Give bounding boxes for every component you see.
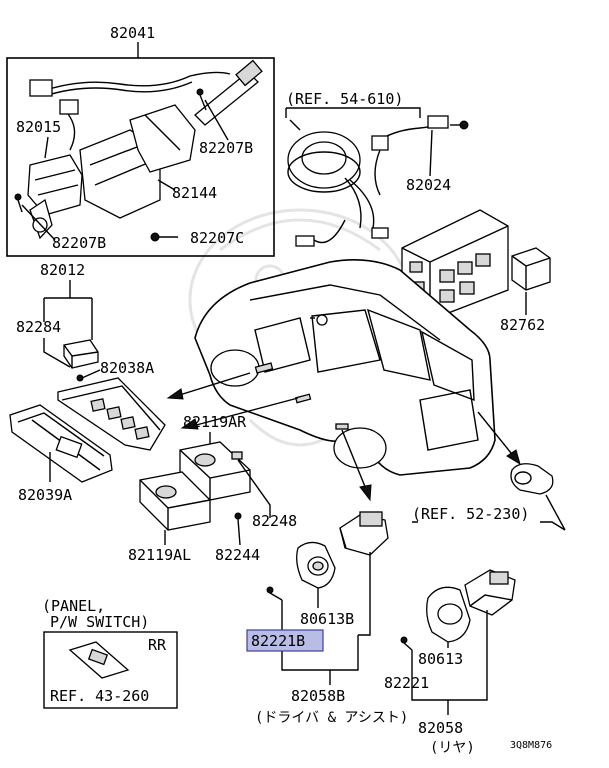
ref-52-230-group: (REF. 52-230): [412, 463, 566, 531]
screw-82207c: [150, 232, 160, 242]
diagram-code: 3Q8M876: [510, 740, 552, 751]
power-window-switch-group: 82012 82284 82038A 82039A: [9, 261, 166, 504]
connector-82024-a: [371, 135, 389, 151]
connector-82024-b: [427, 115, 449, 129]
combination-switch-group: 82041 82015 82207B 82144: [6, 24, 275, 257]
rear-door-switch-group: 80613 82221 82058 (リヤ): [384, 569, 516, 756]
label-82119al[interactable]: 82119AL: [128, 546, 191, 564]
switch-body-82015: [27, 154, 83, 216]
door-switch-group: 82119AR 82248 82119AL 82244: [128, 413, 297, 564]
label-80613[interactable]: 80613: [418, 650, 463, 668]
inset-title-line2: P/W SWITCH): [50, 613, 149, 631]
label-82284[interactable]: 82284: [16, 318, 61, 336]
wiper-lever: [194, 71, 259, 126]
label-82144[interactable]: 82144: [172, 184, 217, 202]
combination-switch-box: [6, 57, 275, 257]
highlight-82221b: [246, 629, 324, 652]
clock-spring-group: (REF. 54-610) 82024: [285, 90, 469, 247]
connector-clockspring-2: [371, 227, 389, 239]
label-82221[interactable]: 82221: [384, 674, 429, 692]
inset-box: [43, 631, 178, 709]
inset-rr: RR: [148, 636, 167, 654]
label-82058[interactable]: 82058: [418, 719, 463, 737]
screw-82221: [400, 636, 408, 644]
label-82058b[interactable]: 82058B: [291, 687, 345, 705]
label-82248[interactable]: 82248: [252, 512, 297, 530]
ref-52-230[interactable]: (REF. 52-230): [412, 505, 529, 523]
vehicle-body: [166, 258, 521, 502]
clip-82248: [231, 451, 243, 460]
inset-ref-43-260[interactable]: REF. 43-260: [50, 687, 149, 705]
switch-82119al: [139, 471, 211, 531]
label-82058-sub: (リヤ): [430, 740, 475, 756]
relay-box-group: 82762: [401, 209, 551, 334]
connector-82041-b: [59, 99, 79, 115]
screw-82244: [234, 512, 242, 520]
connector-82041-a: [29, 79, 53, 97]
connector-clockspring-1: [295, 235, 315, 247]
label-82041[interactable]: 82041: [110, 24, 155, 42]
label-82058b-sub: (ドライバ & アシスト): [255, 710, 408, 726]
screw-82207b-top: [196, 88, 204, 96]
label-82039a[interactable]: 82039A: [18, 486, 72, 504]
label-82119ar[interactable]: 82119AR: [183, 413, 247, 431]
lamp-socket: [510, 463, 554, 495]
screw-82221b: [266, 586, 274, 594]
label-82012[interactable]: 82012: [40, 261, 85, 279]
label-82207b-top[interactable]: 82207B: [199, 139, 253, 157]
label-82221b[interactable]: 82221B: [251, 632, 305, 650]
label-82207c[interactable]: 82207C: [190, 229, 244, 247]
door-switch-82058b-group: 80613B 82221B 82058B (ドライバ & アシスト): [246, 511, 408, 726]
label-82762[interactable]: 82762: [500, 316, 545, 334]
label-80613b[interactable]: 80613B: [300, 610, 354, 628]
label-82207b-bottom[interactable]: 82207B: [52, 234, 106, 252]
screw-82207b-bottom: [14, 193, 22, 201]
label-82015[interactable]: 82015: [16, 118, 61, 136]
inset-panel-pw-switch: (PANEL, P/W SWITCH) RR REF. 43-260: [42, 597, 178, 709]
relay-82762: [511, 247, 551, 291]
label-82244[interactable]: 82244: [215, 546, 260, 564]
inset-title-line1: (PANEL,: [42, 597, 105, 615]
label-82038a[interactable]: 82038A: [100, 359, 154, 377]
ref-54-610[interactable]: (REF. 54-610): [286, 90, 403, 108]
label-82024[interactable]: 82024: [406, 176, 451, 194]
